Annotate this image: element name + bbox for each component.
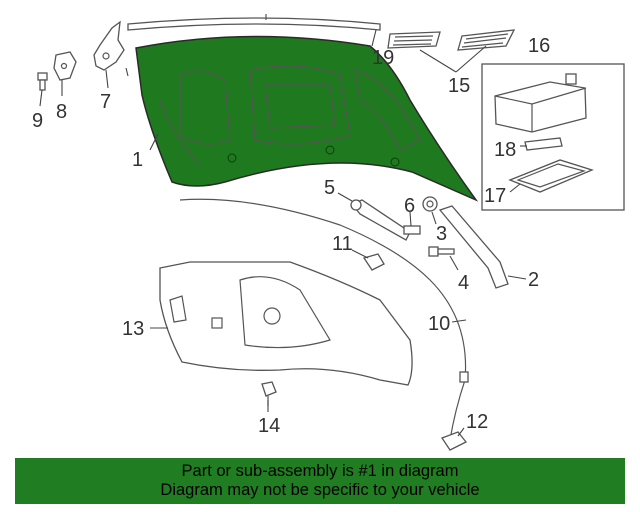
callout-17: 17 (484, 185, 506, 207)
callout-16: 16 (528, 35, 550, 57)
callout-5: 5 (324, 177, 335, 199)
part-13-insulator[interactable] (159, 261, 413, 386)
banner-line-2: Diagram may not be specific to your vehi… (160, 481, 480, 499)
callout-8: 8 (56, 101, 67, 123)
callout-4: 4 (458, 272, 469, 294)
part-6-clip[interactable] (403, 225, 421, 235)
part-9-bolt[interactable] (37, 72, 48, 91)
callout-14: 14 (258, 415, 280, 437)
callout-7: 7 (100, 91, 111, 113)
callout-11: 11 (332, 233, 353, 255)
callout-18: 18 (494, 139, 516, 161)
part-16-assembly-box[interactable] (481, 63, 625, 211)
callout-10: 10 (428, 313, 450, 335)
part-11-clip[interactable] (362, 253, 385, 271)
info-banner: Part or sub-assembly is #1 in diagram Di… (15, 458, 625, 504)
part-19-weatherstrip[interactable] (127, 14, 381, 31)
part-17-tray[interactable] (508, 159, 594, 193)
banner-line-1: Part or sub-assembly is #1 in diagram (181, 462, 459, 480)
part-15-vents[interactable] (387, 29, 516, 51)
part-8-bracket[interactable] (53, 51, 77, 81)
part-18-strip[interactable] (524, 137, 563, 151)
parts-diagram: 1 2 3 4 5 6 7 8 9 10 11 12 13 14 15 16 1… (32, 14, 625, 451)
callout-labels: 1 2 3 4 5 6 7 8 9 10 11 12 13 14 15 16 1… (32, 35, 550, 437)
part-7-hinge[interactable] (93, 20, 125, 71)
part-14-pin[interactable] (261, 381, 277, 406)
callout-9: 9 (32, 110, 43, 132)
callout-13: 13 (122, 318, 144, 340)
callout-19: 19 (372, 47, 394, 69)
part-10-release-cable[interactable] (179, 198, 469, 441)
callout-15: 15 (448, 75, 470, 97)
callout-2: 2 (528, 269, 539, 291)
part-4-bolt[interactable] (428, 246, 455, 257)
part-1-hood[interactable] (135, 35, 479, 202)
callout-1: 1 (132, 149, 143, 171)
part-5-strut[interactable] (350, 199, 411, 241)
leader-lines (39, 29, 527, 437)
callout-6: 6 (404, 195, 415, 217)
callout-12: 12 (466, 411, 488, 433)
callout-3: 3 (436, 223, 447, 245)
part-3-grommet[interactable] (422, 196, 438, 212)
part-2-rail[interactable] (438, 205, 509, 289)
part-12-handle[interactable] (441, 431, 468, 451)
